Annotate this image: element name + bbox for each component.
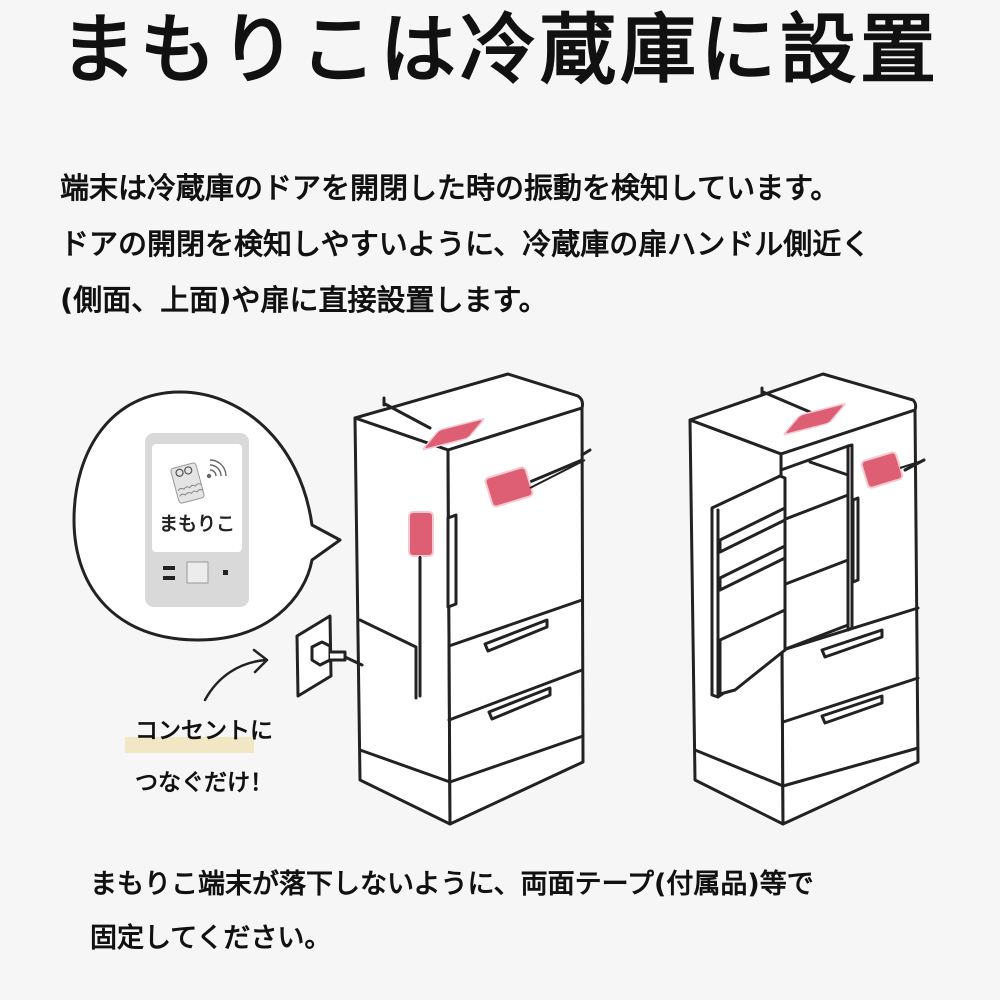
footer-line: 固定してください。 [90,923,332,954]
callout-highlight: コンセント [125,705,254,757]
wifi-signal-icon [206,459,227,479]
page-title: まもりこは冷蔵庫に設置 [60,5,940,94]
footer-note: まもりこ端末が落下しないように、両面テープ(付属品)等で 固定してください。 [90,858,950,966]
callout-line2: つなぐだけ！ [135,770,273,796]
intro-line: ドアの開閉を検知しやすいように、冷蔵庫の扉ハンドル側近く [60,227,871,261]
mamoriko-device-icon: まもりこ [145,433,249,607]
sensor-devices [408,403,904,557]
outlet-callout: コンセントに つなぐだけ！ [125,705,273,809]
footer-line: まもりこ端末が落下しないように、両面テープ(付属品)等で [90,869,814,900]
intro-paragraph: 端末は冷蔵庫のドアを開閉した時の振動を検知しています。 ドアの開閉を検知しやすい… [60,160,960,328]
intro-line: (側面、上面)や扉に直接設置します。 [60,283,548,317]
device-brand-label: まもりこ [159,513,235,535]
omamori-charm-icon [170,462,205,504]
installation-illustration: まもりこ [72,372,926,826]
arrow-icon [203,648,269,702]
callout-line1-rest: に [250,718,273,744]
right-fridge-icon [688,372,926,826]
intro-line: 端末は冷蔵庫のドアを開閉した時の振動を検知しています。 [60,171,840,205]
